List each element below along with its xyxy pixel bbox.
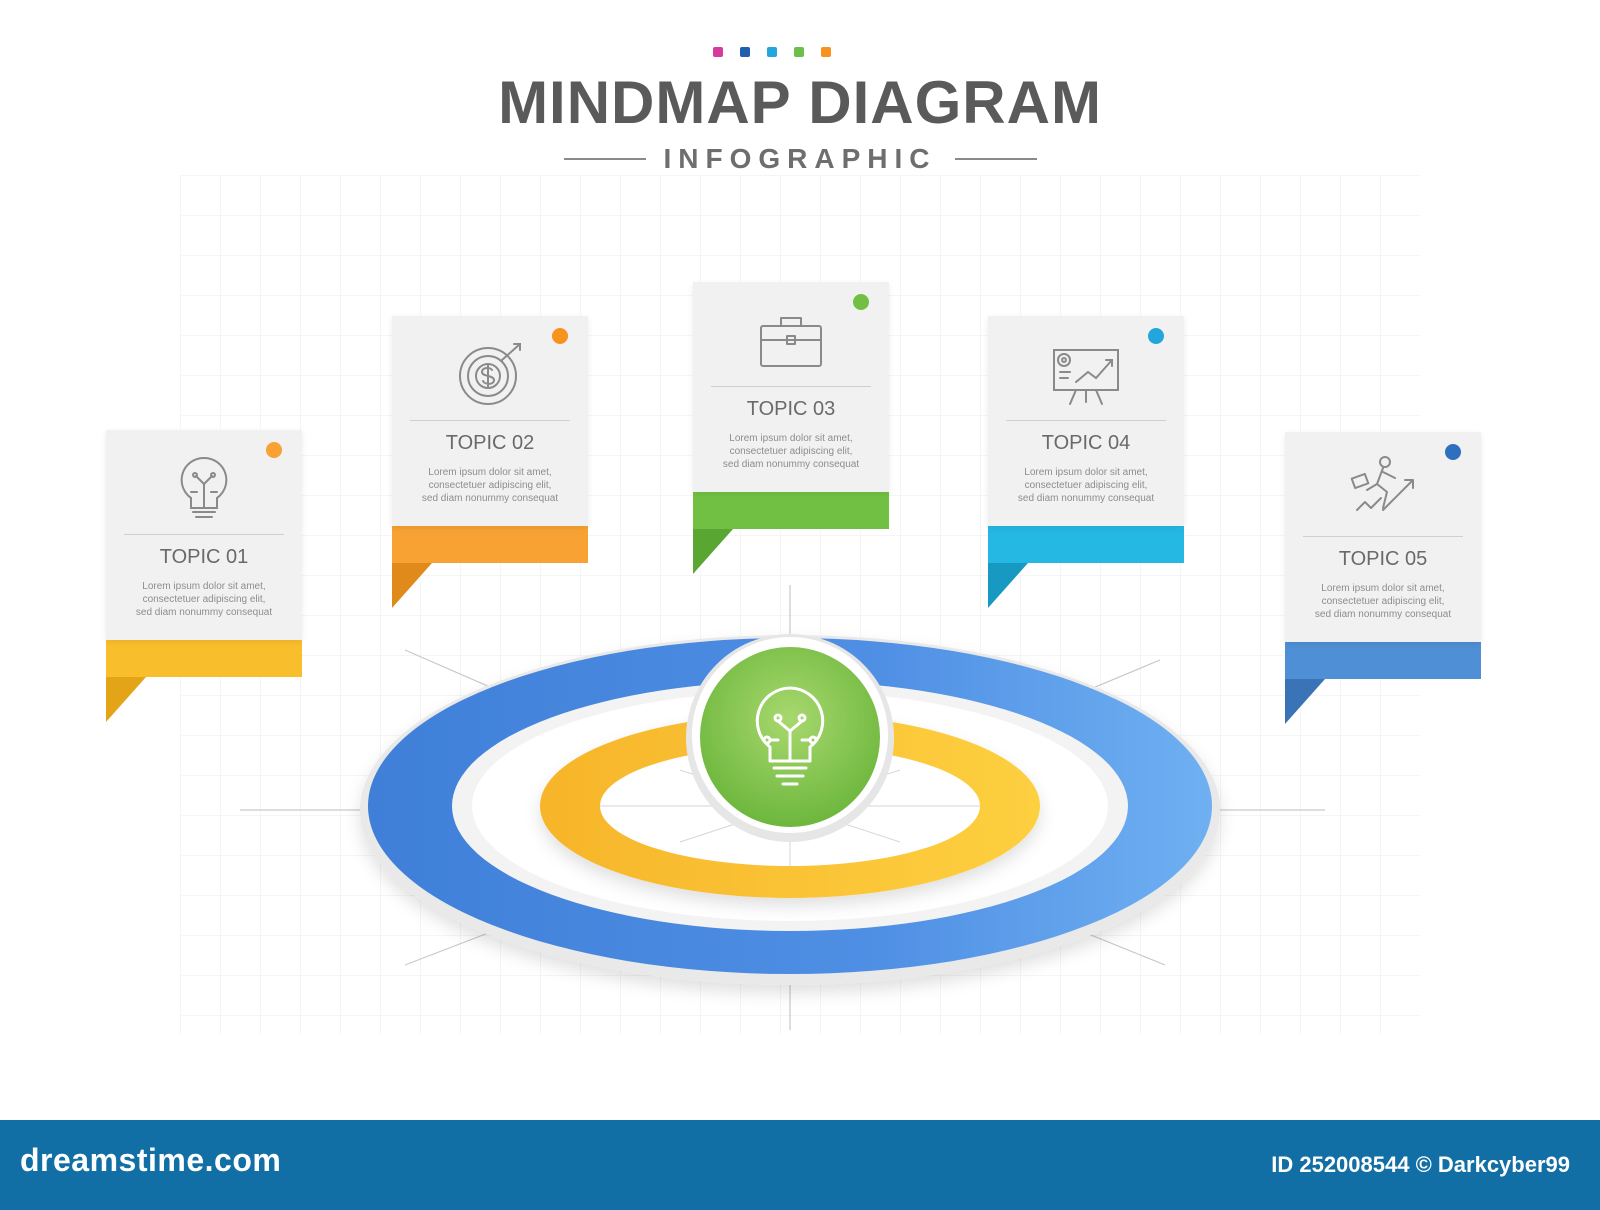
- accent-dot-1: [713, 47, 723, 57]
- topic-band: [988, 526, 1184, 563]
- topic-description: Lorem ipsum dolor sit amet, consectetuer…: [1017, 467, 1155, 504]
- topic-card-1: TOPIC 01 Lorem ipsum dolor sit amet, con…: [106, 430, 302, 722]
- topic-divider: [410, 420, 570, 421]
- page-subtitle: INFOGRAPHIC: [663, 143, 937, 174]
- topic-card-body: TOPIC 05 Lorem ipsum dolor sit amet, con…: [1285, 432, 1481, 642]
- accent-dot-4: [794, 47, 804, 57]
- watermark-footer: dreamstime.com ID 252008544 © Darkcyber9…: [0, 1120, 1600, 1210]
- topic-card-body: TOPIC 04 Lorem ipsum dolor sit amet, con…: [988, 316, 1184, 526]
- infographic-canvas: MINDMAP DIAGRAM INFOGRAPHIC: [0, 47, 1600, 1035]
- lightbulb-icon: [180, 456, 228, 518]
- topic-band: [106, 640, 302, 677]
- accent-dots: [713, 47, 831, 57]
- target-diagram: [240, 585, 1325, 1030]
- topic-tail: [1285, 679, 1325, 724]
- page-title: MINDMAP DIAGRAM: [498, 69, 1102, 136]
- footer-logo: dreamstime.com: [20, 1142, 282, 1178]
- topic-card-3: TOPIC 03 Lorem ipsum dolor sit amet, con…: [693, 282, 889, 574]
- topic-card-body: TOPIC 02 Lorem ipsum dolor sit amet, con…: [392, 316, 588, 526]
- topic-title: TOPIC 02: [445, 432, 535, 454]
- presentation-board-icon: [1053, 349, 1119, 405]
- topic-divider: [711, 386, 871, 387]
- running-businessman-icon: [1350, 456, 1414, 511]
- topic-tail: [988, 563, 1028, 608]
- topic-card-4: TOPIC 04 Lorem ipsum dolor sit amet, con…: [988, 316, 1184, 608]
- accent-dot-5: [821, 47, 831, 57]
- topic-divider: [124, 534, 284, 535]
- topic-description: Lorem ipsum dolor sit amet, consectetuer…: [421, 467, 559, 504]
- topic-band: [693, 492, 889, 529]
- topic-card-5: TOPIC 05 Lorem ipsum dolor sit amet, con…: [1285, 432, 1481, 724]
- topic-dot: [266, 442, 282, 458]
- topic-tail: [392, 563, 432, 608]
- subtitle-row: INFOGRAPHIC: [0, 143, 1600, 175]
- accent-dot-3: [767, 47, 777, 57]
- topic-title: TOPIC 04: [1041, 432, 1131, 454]
- topic-card-body: TOPIC 03 Lorem ipsum dolor sit amet, con…: [693, 282, 889, 492]
- dollar-target-icon: [459, 343, 521, 405]
- topic-dot: [1445, 444, 1461, 460]
- footer-id: ID 252008544 © Darkcyber99: [1271, 1152, 1570, 1177]
- topic-tail: [693, 529, 733, 574]
- topic-title: TOPIC 01: [159, 546, 249, 568]
- subtitle-rule-right: [954, 158, 1037, 160]
- topic-description: Lorem ipsum dolor sit amet, consectetuer…: [722, 433, 860, 470]
- topic-dot: [853, 294, 869, 310]
- topic-title: TOPIC 05: [1338, 548, 1428, 570]
- topic-description: Lorem ipsum dolor sit amet, consectetuer…: [135, 581, 273, 618]
- topic-divider: [1006, 420, 1166, 421]
- topic-description: Lorem ipsum dolor sit amet, consectetuer…: [1314, 583, 1452, 620]
- accent-dot-2: [740, 47, 750, 57]
- topic-card-body: TOPIC 01 Lorem ipsum dolor sit amet, con…: [106, 430, 302, 640]
- topic-card-2: TOPIC 02 Lorem ipsum dolor sit amet, con…: [392, 316, 588, 608]
- topic-dot: [552, 328, 568, 344]
- briefcase-icon: [760, 317, 822, 367]
- topic-band: [392, 526, 588, 563]
- topic-dot: [1148, 328, 1164, 344]
- topic-tail: [106, 677, 146, 722]
- topic-title: TOPIC 03: [746, 398, 836, 420]
- subtitle-rule-left: [563, 158, 646, 160]
- topic-band: [1285, 642, 1481, 679]
- topic-divider: [1303, 536, 1463, 537]
- center-lightbulb-icon: [755, 686, 825, 786]
